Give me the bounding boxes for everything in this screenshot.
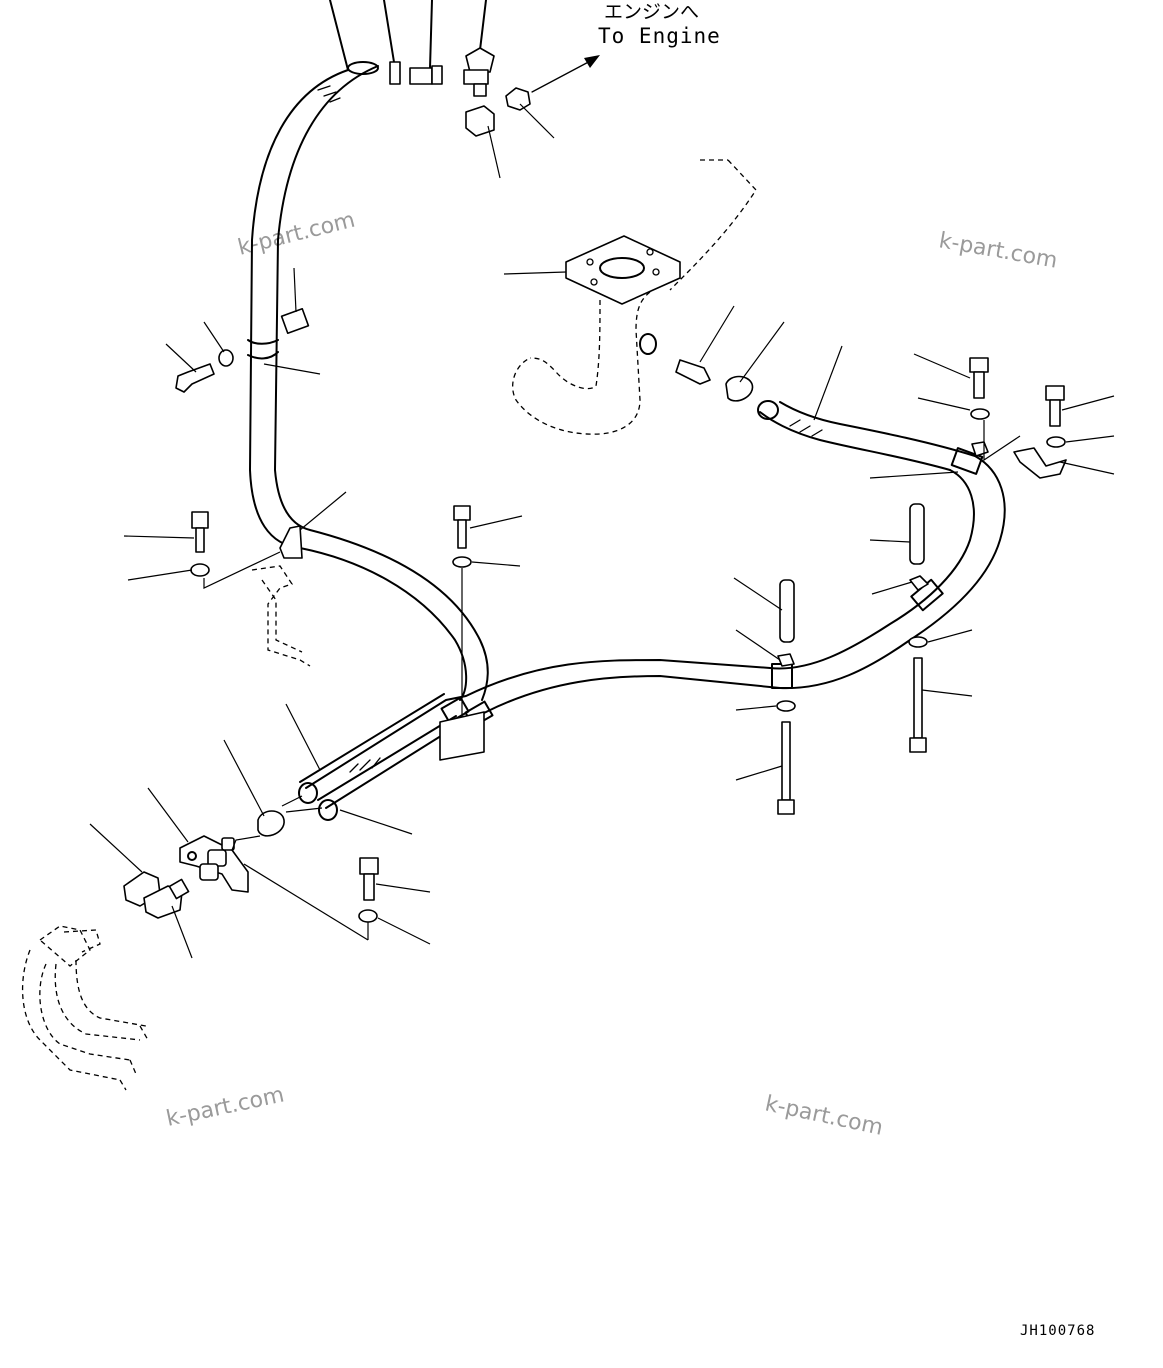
top-tube-stubs [329, 0, 487, 71]
washer-icon [190, 563, 210, 577]
bolt-icon [175, 363, 215, 393]
spacer-icon [909, 503, 925, 565]
left-mid-clamp [123, 491, 347, 667]
center-clamp-bolt [452, 505, 523, 720]
washer-icon [218, 349, 234, 367]
watermark-4: k-part.com [763, 1091, 885, 1140]
bracket-icon [1013, 447, 1067, 479]
engine-pipe-dashed [503, 159, 757, 435]
drawing-code: JH100768 [1020, 1323, 1095, 1339]
lower-bolt [358, 857, 431, 945]
watermark-2: k-part.com [937, 228, 1059, 273]
small-plug-icon [389, 61, 401, 85]
left-supply-hose [247, 61, 489, 701]
hose-clamp-icon [257, 810, 285, 837]
lower-left-dashed-hoses [22, 925, 149, 1091]
nipple-fitting-icon [409, 67, 433, 85]
right-spacers [733, 503, 973, 815]
bolt-head-icon [191, 511, 209, 529]
right-bracket-assembly [869, 353, 1115, 479]
to-engine-label-en: To Engine [598, 24, 721, 48]
square-nut-icon [465, 105, 495, 137]
collar-icon [280, 307, 310, 335]
watermark-3: k-part.com [164, 1083, 286, 1132]
left-upper-clamp-bolt [165, 267, 321, 393]
elbow-adapter-icon [675, 359, 711, 385]
bolt-head-icon [969, 357, 989, 373]
elbow-fitting-icon [465, 47, 495, 73]
right-return-hose [757, 400, 1006, 690]
to-engine-label-jp: エンジンへ [604, 1, 699, 23]
top-leaders [487, 103, 555, 179]
to-engine-arrow [531, 55, 600, 93]
twin-hoses [285, 659, 781, 835]
top-fittings [389, 47, 531, 137]
lower-manifold-assembly [89, 739, 369, 959]
right-top-fittings [675, 305, 843, 421]
hose-clamp-icon [725, 375, 754, 402]
hose-connector-icon [505, 87, 531, 111]
flange-plate-icon [565, 235, 681, 305]
